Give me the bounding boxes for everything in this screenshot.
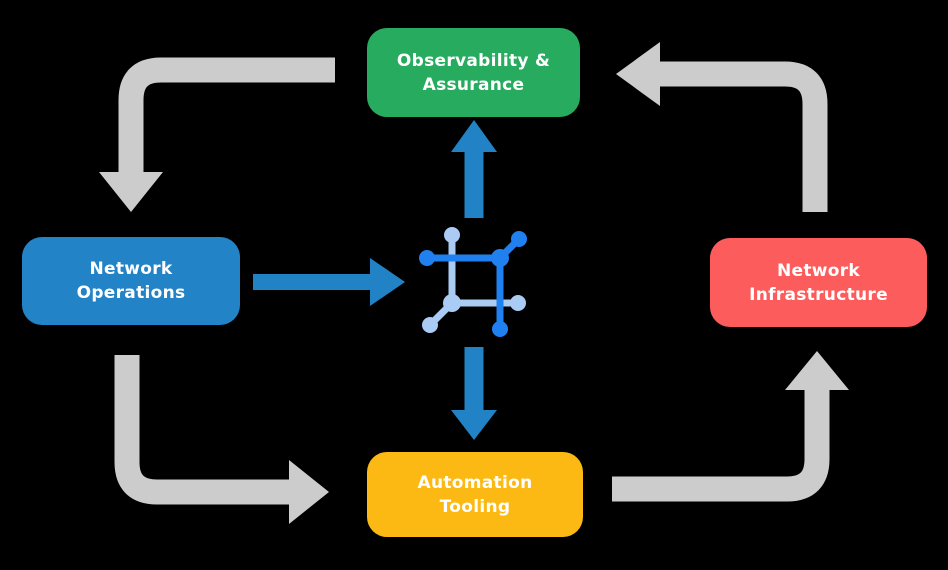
node-network-infrastructure: Network Infrastructure bbox=[710, 238, 927, 327]
node-dot bbox=[419, 250, 435, 266]
node-dot bbox=[511, 231, 527, 247]
arrow-platform-to-automation bbox=[451, 347, 497, 440]
node-label-line: Observability & bbox=[396, 50, 551, 71]
arrowhead-right-icon bbox=[289, 460, 329, 524]
node-label-line: Automation bbox=[417, 472, 533, 493]
arrow-shaft bbox=[114, 355, 291, 505]
node-dot bbox=[444, 227, 460, 243]
arrow-infrastructure-to-observability bbox=[616, 42, 828, 212]
node-observability-assurance: Observability & Assurance bbox=[367, 28, 580, 117]
node-label-line: Infrastructure bbox=[749, 284, 888, 305]
arrowhead-down-icon bbox=[451, 410, 497, 440]
arrow-operations-to-automation bbox=[114, 355, 329, 524]
arrowhead-down-icon bbox=[99, 172, 163, 212]
node-automation-tooling: Automation Tooling bbox=[367, 452, 583, 537]
arrow-operations-to-platform bbox=[253, 258, 405, 306]
node-dot bbox=[422, 317, 438, 333]
node-label-line: Operations bbox=[76, 283, 186, 303]
arrow-shaft bbox=[612, 390, 830, 502]
arrow-automation-to-infrastructure bbox=[612, 351, 849, 502]
node-dot bbox=[492, 321, 508, 337]
arrowhead-left-icon bbox=[616, 42, 660, 106]
arrow-shaft bbox=[118, 57, 335, 176]
junction-dot bbox=[491, 249, 509, 267]
mesh-dark-branch bbox=[419, 231, 527, 337]
node-label-line: Tooling bbox=[439, 496, 511, 517]
arrow-platform-to-observability bbox=[451, 120, 497, 218]
junction-dot bbox=[443, 294, 461, 312]
arrow-shaft bbox=[659, 61, 828, 212]
node-label-line: Assurance bbox=[422, 74, 525, 95]
mesh-light-branch bbox=[422, 227, 526, 333]
node-network-operations: Network Operations bbox=[22, 237, 240, 325]
arrowhead-up-icon bbox=[785, 351, 849, 390]
node-dot bbox=[510, 295, 526, 311]
node-label-line: Network bbox=[89, 259, 173, 279]
node-label-line: Network bbox=[776, 260, 861, 281]
arrowhead-right-icon bbox=[370, 258, 405, 306]
network-mesh-icon bbox=[419, 227, 527, 337]
arrow-observability-to-operations bbox=[99, 57, 335, 212]
arrowhead-up-icon bbox=[451, 120, 497, 152]
